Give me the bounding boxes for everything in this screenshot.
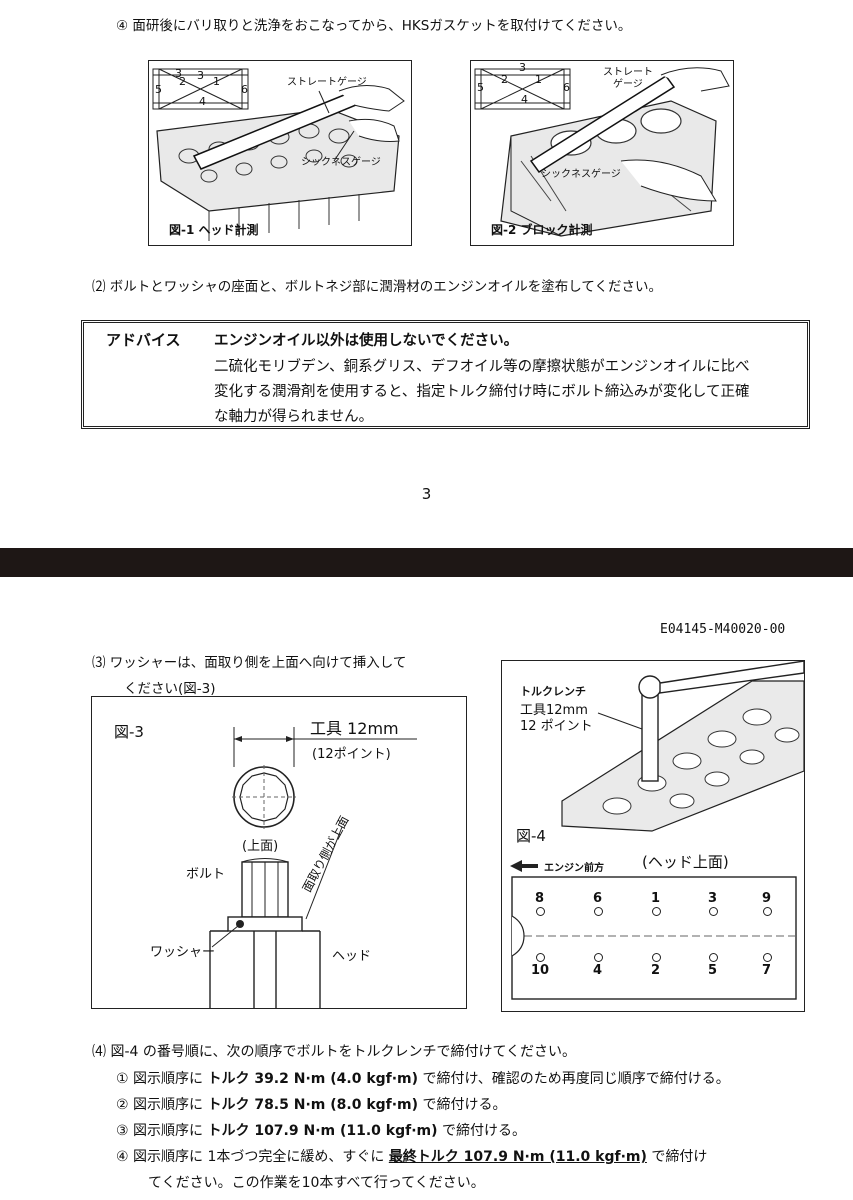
figure-2-caption: 図-2 ブロック計測 — [491, 223, 593, 237]
tightening-step-cont: てください。この作業を10本すべて行ってください。 — [148, 1175, 485, 1191]
page-number: 3 — [421, 485, 432, 503]
bolt-hole — [536, 907, 545, 916]
pattern-number: 6 — [241, 83, 248, 96]
document-code: E04145-M40020-00 — [660, 622, 786, 637]
bolt-order-number: 6 — [593, 891, 603, 906]
tightening-step: ③ 図示順序に トルク 107.9 N·m (11.0 kgf·m) で締付ける… — [116, 1120, 526, 1140]
bolt-hole — [652, 953, 661, 962]
bolt-order-number: 10 — [531, 963, 550, 978]
figure-1-head-measure: 3 3 2 1 5 6 4 ストレートゲージ シックネスゲージ 図-1 ヘッド計… — [148, 60, 412, 246]
bolt-hole — [594, 907, 603, 916]
bolt-hole — [709, 953, 718, 962]
washer-label: ワッシャー — [150, 945, 216, 960]
figure-1-caption: 図-1 ヘッド計測 — [169, 223, 259, 237]
pattern-number: 3 — [197, 69, 204, 82]
step-torque: トルク 78.5 N·m (8.0 kgf·m) — [207, 1097, 419, 1113]
pattern-number: 4 — [199, 95, 206, 108]
bolt-order-number: 7 — [762, 963, 772, 978]
pattern-number: 6 — [563, 81, 570, 94]
step-prefix: ④ 図示順序に 1本づつ完全に緩め、すぐに — [116, 1149, 389, 1165]
head-top-label: (ヘッド上面) — [642, 853, 729, 871]
washer-illustration — [209, 727, 417, 1008]
advice-line: 変化する潤滑剤を使用すると、指定トルク締付け時にボルト締込みが変化して正確 — [214, 384, 750, 400]
tightening-step: ④ 図示順序に 1本づつ完全に緩め、すぐに 最終トルク 107.9 N·m (1… — [116, 1146, 707, 1166]
advice-label: アドバイス — [106, 331, 181, 349]
head-label: ヘッド — [332, 949, 372, 964]
pattern-number: 4 — [521, 93, 528, 106]
figure-3-title: 図-3 — [114, 723, 144, 741]
pattern-number: 1 — [535, 73, 542, 86]
figure-2-block-measure: 3 2 1 5 6 4 ストレート ゲージ シックネスゲージ 図-2 ブロック計… — [470, 60, 734, 246]
figure-3-washer: 図-3 工具 12mm (12ポイント) (上面) ボルト 面取り側が上面 ワッ… — [91, 696, 467, 1009]
bolt-hole — [763, 953, 772, 962]
figure-4-title: 図-4 — [516, 827, 546, 845]
page-divider — [0, 548, 853, 577]
tightening-step: ② 図示順序に トルク 78.5 N·m (8.0 kgf·m) で締付ける。 — [116, 1094, 507, 1114]
pattern-number: 5 — [477, 81, 484, 94]
bolt-order-number: 1 — [651, 891, 661, 906]
pattern-number: 2 — [179, 75, 186, 88]
thickness-gauge-label: シックネスゲージ — [301, 157, 381, 168]
pattern-number: 3 — [519, 61, 526, 74]
pattern-number: 5 — [155, 83, 162, 96]
bolt-order-number: 9 — [762, 891, 772, 906]
step3-instruction-cont: ください(図-3) — [124, 681, 216, 697]
advice-line: な軸力が得られません。 — [214, 409, 374, 425]
bolt-order-number: 5 — [708, 963, 718, 978]
straight-gauge-label: ゲージ — [613, 79, 643, 90]
bolt-hole — [709, 907, 718, 916]
bolt-hole — [594, 953, 603, 962]
step-prefix: ③ 図示順序に — [116, 1123, 208, 1139]
pattern-number: 2 — [501, 73, 508, 86]
advice-box: アドバイス エンジンオイル以外は使用しないでください。 二硫化モリブデン、銅系グ… — [81, 320, 810, 429]
pattern-number: 1 — [213, 75, 220, 88]
step-torque: トルク 39.2 N·m (4.0 kgf·m) — [207, 1071, 419, 1087]
step4-tightening-intro: ⑷ 図-4 の番号順に、次の順序でボルトをトルクレンチで締付けてください。 — [92, 1044, 577, 1060]
advice-heading: エンジンオイル以外は使用しないでください。 — [214, 333, 519, 349]
step3-instruction: ⑶ ワッシャーは、面取り側を上面へ向けて挿入して — [92, 655, 407, 671]
thickness-gauge-label: シックネスゲージ — [541, 169, 621, 180]
tightening-illustration — [510, 661, 804, 1000]
step-suffix: で締付け — [646, 1149, 708, 1165]
step4-instruction: ④ 面研後にバリ取りと洗浄をおこなってから、HKSガスケットを取付けてください。 — [116, 18, 632, 34]
bolt-order-number: 4 — [593, 963, 603, 978]
advice-line: 二硫化モリブデン、銅系グリス、デフオイル等の摩擦状態がエンジンオイルに比べ — [214, 359, 750, 375]
tightening-step: ① 図示順序に トルク 39.2 N·m (4.0 kgf·m) で締付け、確認… — [116, 1068, 730, 1088]
tool-size-label: 工具12mm — [520, 703, 588, 718]
block-measure-illustration — [474, 67, 730, 237]
head-measure-illustration — [152, 68, 405, 241]
straight-gauge-label: ストレート — [603, 67, 653, 78]
bolt-order-number: 8 — [535, 891, 545, 906]
step-torque: トルク 107.9 N·m (11.0 kgf·m) — [207, 1123, 438, 1139]
bolt-hole — [652, 907, 661, 916]
engine-front-label: エンジン前方 — [544, 863, 604, 874]
top-face-label: (上面) — [242, 839, 279, 854]
figure-4-tightening-order: トルクレンチ 工具12mm 12 ポイント 図-4 エンジン前方 (ヘッド上面)… — [501, 660, 805, 1012]
tool-points-label: 12 ポイント — [520, 719, 593, 734]
bolt-order-number: 3 — [708, 891, 718, 906]
torque-wrench-label: トルクレンチ — [520, 685, 586, 698]
bolt-label: ボルト — [186, 867, 226, 882]
step-prefix: ② 図示順序に — [116, 1097, 208, 1113]
tool-points-label: (12ポイント) — [312, 747, 391, 762]
bolt-order-number: 2 — [651, 963, 661, 978]
pattern-number: 3 — [175, 67, 182, 80]
straight-gauge-label: ストレートゲージ — [287, 77, 367, 88]
step-prefix: ① 図示順序に — [116, 1071, 208, 1087]
bolt-hole — [763, 907, 772, 916]
step2-instruction: ⑵ ボルトとワッシャの座面と、ボルトネジ部に潤滑材のエンジンオイルを塗布してくだ… — [92, 279, 662, 295]
bolt-hole — [536, 953, 545, 962]
step-suffix: で締付ける。 — [437, 1123, 526, 1139]
tool-size-label: 工具 12mm — [310, 719, 399, 738]
step-suffix: で締付ける。 — [418, 1097, 507, 1113]
final-torque: 最終トルク 107.9 N·m (11.0 kgf·m) — [388, 1149, 647, 1165]
step-suffix: で締付け、確認のため再度同じ順序で締付ける。 — [418, 1071, 730, 1087]
